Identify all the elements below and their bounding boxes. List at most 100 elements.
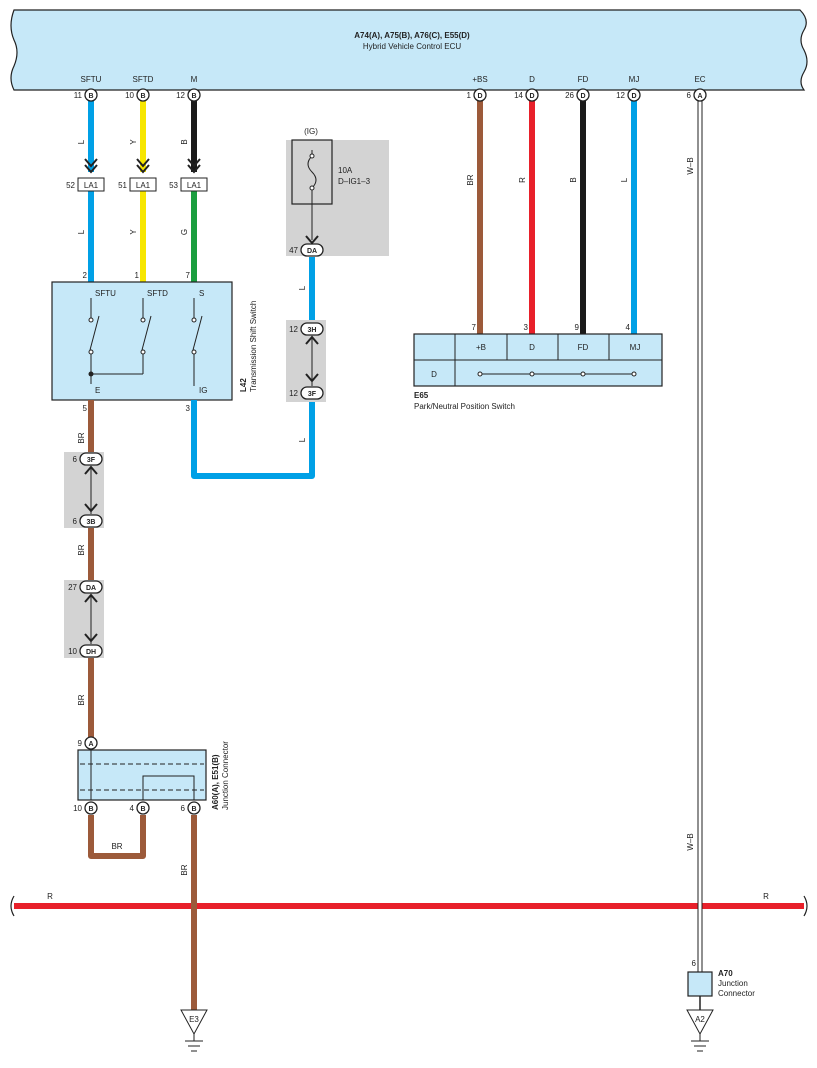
e65-row-label: D bbox=[431, 370, 437, 379]
ecu-terminal-ec-id: A bbox=[697, 93, 702, 100]
ecu-terminal-ec: A6 bbox=[687, 88, 707, 102]
la1-num-m: 53 bbox=[169, 181, 178, 190]
switch-l42-internals bbox=[88, 298, 203, 386]
fuse-conn-da-id: DA bbox=[307, 248, 317, 255]
wire-label-ig-return: L bbox=[298, 437, 307, 442]
switch-lbl-e: E bbox=[95, 386, 100, 395]
wire-label-jumper: BR bbox=[111, 842, 122, 851]
ecu-terminal-sftu-shape bbox=[84, 88, 98, 102]
ecu-pin-label-m: M bbox=[191, 75, 198, 84]
switch-pin-sftu: 2 bbox=[83, 271, 88, 280]
ecu-terminal-bs-num: 1 bbox=[467, 91, 472, 100]
a70-box bbox=[687, 971, 713, 997]
switch-pin-sftd: 1 bbox=[135, 271, 140, 280]
wire-label-sftu-lower: L bbox=[77, 229, 86, 234]
e-conn-dh-num: 10 bbox=[68, 647, 77, 656]
ecu-pin-label-ec: EC bbox=[694, 75, 705, 84]
ecu-pin-label-sftd: SFTD bbox=[133, 75, 154, 84]
ecu-pin-label-bs: +BS bbox=[472, 75, 487, 84]
ig-conn-3f-id: 3F bbox=[308, 391, 317, 398]
e-conn-arrow-down-2-icon bbox=[84, 633, 98, 643]
e-conn-arrow-up-1-icon bbox=[84, 465, 98, 475]
wire-label-r-right: R bbox=[763, 892, 769, 901]
junction-terminal-out-2-num: 4 bbox=[130, 804, 135, 813]
e-conn-arrow-down-1-icon bbox=[84, 503, 98, 513]
fuse-rating: 10A bbox=[338, 166, 353, 175]
wire-label-ec-lower: W–B bbox=[686, 833, 695, 850]
switch-lbl-s: S bbox=[199, 289, 204, 298]
ecu-terminal-m: B12 bbox=[176, 88, 201, 102]
junction-terminal-out-2-id: B bbox=[140, 806, 145, 813]
ecu-terminal-d-shape bbox=[525, 88, 539, 102]
e65-code: E65 bbox=[414, 391, 429, 400]
a70-name2: Connector bbox=[718, 989, 755, 998]
ground-a2-icon bbox=[686, 1009, 714, 1052]
ecu-terminal-sftd-id: B bbox=[140, 93, 145, 100]
fuse-terminal-top bbox=[309, 153, 315, 159]
ecu-terminal-m-id: B bbox=[191, 93, 196, 100]
ground-e3-label: E3 bbox=[189, 1015, 199, 1024]
ecu-terminal-fd-shape bbox=[576, 88, 590, 102]
wire-r-break-right-icon bbox=[803, 895, 808, 917]
ecu-box bbox=[10, 9, 808, 91]
wire-label-e-upper: BR bbox=[77, 432, 86, 443]
a70-pin: 6 bbox=[692, 959, 697, 968]
junction-terminal-out-1-shape bbox=[84, 801, 98, 815]
la1-id-m: LA1 bbox=[187, 181, 202, 190]
switch-pin-e: 5 bbox=[83, 404, 88, 413]
ecu-terminal-bs: D1 bbox=[467, 88, 487, 102]
ig-conn-arrow-down-icon bbox=[305, 373, 319, 383]
a70-name1: Junction bbox=[718, 979, 748, 988]
e-conn-arrow-up-2-icon bbox=[84, 593, 98, 603]
junction-terminal-out-3: B6 bbox=[181, 801, 201, 815]
wire-r-break-left-icon bbox=[10, 895, 15, 917]
e-conn-dh: DH 10 bbox=[68, 644, 103, 658]
ecu-pin-label-sftu: SFTU bbox=[81, 75, 102, 84]
switch-lbl-sftu: SFTU bbox=[95, 289, 116, 298]
la1-num-sftu: 52 bbox=[66, 181, 75, 190]
ecu-terminal-mj: D12 bbox=[616, 88, 641, 102]
ecu-subtitle: Hybrid Vehicle Control ECU bbox=[363, 42, 461, 51]
e65-pin-bs: 7 bbox=[472, 323, 477, 332]
la1-box-sftu bbox=[77, 177, 105, 192]
e-conn-3f-id: 3F bbox=[87, 457, 96, 464]
wire-label-d: R bbox=[518, 177, 527, 183]
ecu-terminal-mj-num: 12 bbox=[616, 91, 625, 100]
ig-conn-3h-id: 3H bbox=[308, 327, 317, 334]
e65-col-d: D bbox=[529, 343, 535, 352]
junction-terminal-out-3-shape bbox=[187, 801, 201, 815]
ig-conn-3h-shape bbox=[300, 322, 324, 336]
e65-col-fd: FD bbox=[578, 343, 589, 352]
e-conn-dh-shape bbox=[79, 644, 103, 658]
wire-label-fd: B bbox=[569, 177, 578, 182]
ecu-terminal-sftd-num: 10 bbox=[125, 91, 134, 100]
e-conn-3b-id: 3B bbox=[87, 519, 96, 526]
junction-code: A60(A), E51(B) bbox=[211, 754, 220, 810]
ecu-terminal-sftu-num: 11 bbox=[74, 91, 83, 100]
ecu-terminal-mj-shape bbox=[627, 88, 641, 102]
e65-name: Park/Neutral Position Switch bbox=[414, 402, 515, 411]
junction-terminal-out-3-id: B bbox=[191, 806, 196, 813]
junction-terminal-out-2: B4 bbox=[130, 801, 150, 815]
junction-name: Junction Connector bbox=[221, 741, 230, 810]
fuse-name: D–IG1–3 bbox=[338, 177, 371, 186]
chevron-sftu-icon bbox=[84, 158, 98, 174]
fuse-shade bbox=[286, 140, 389, 256]
wire-label-e-lower: BR bbox=[77, 694, 86, 705]
e-conn-3b: 3B6 bbox=[73, 514, 103, 528]
wire-label-ground: BR bbox=[180, 864, 189, 875]
ecu-pin-label-fd: FD bbox=[578, 75, 589, 84]
e-conn-3f-num: 6 bbox=[73, 455, 78, 464]
switch-lbl-ig: IG bbox=[199, 386, 207, 395]
junction-terminal-out-1-num: 10 bbox=[73, 804, 82, 813]
fuse-icon bbox=[307, 150, 317, 204]
e-conn-dh-id: DH bbox=[86, 649, 96, 656]
switch-pin-s: 7 bbox=[186, 271, 191, 280]
ig-conn-arrow-up-icon bbox=[305, 335, 319, 345]
e65-pin-fd: 9 bbox=[575, 323, 580, 332]
ecu-title: A74(A), A75(B), A76(C), E55(D) bbox=[354, 31, 470, 40]
ecu-terminal-d-num: 14 bbox=[514, 91, 523, 100]
ecu-pin-label-d: D bbox=[529, 75, 535, 84]
